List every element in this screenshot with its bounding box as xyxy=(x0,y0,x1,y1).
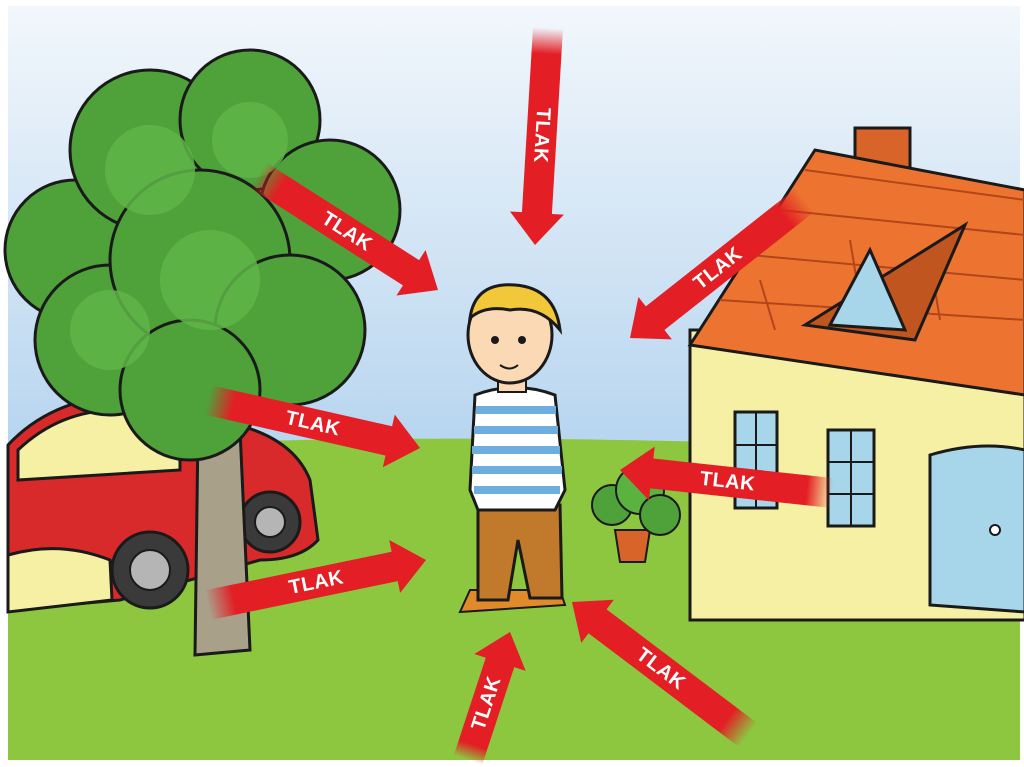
door xyxy=(930,446,1024,612)
tree-trunk xyxy=(195,430,250,655)
house-window-right xyxy=(828,430,874,526)
arrow-label: TLAK xyxy=(529,107,554,164)
